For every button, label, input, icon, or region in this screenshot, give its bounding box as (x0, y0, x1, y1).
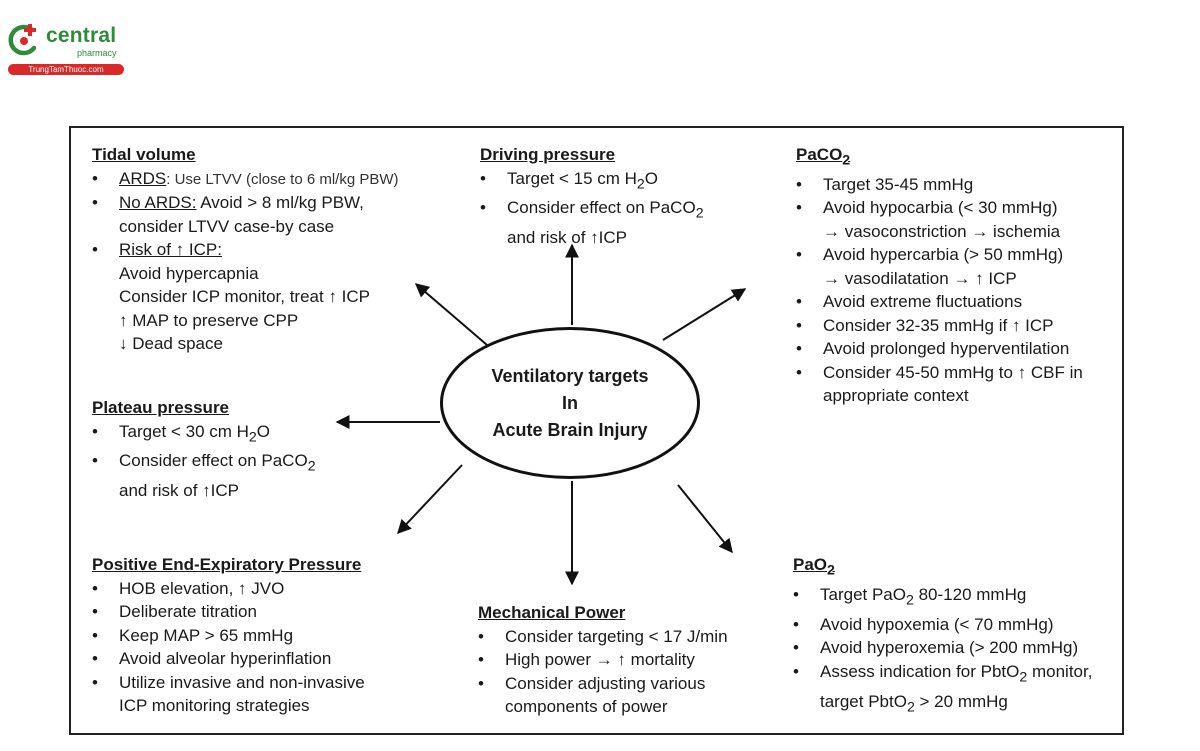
mechanical-power-heading: Mechanical Power (478, 603, 626, 622)
list-item: Avoid alveolar hyperinflation (92, 647, 365, 671)
tidal-volume-heading: Tidal volume (92, 145, 196, 164)
list-item: Avoid hypoxemia (< 70 mmHg) (793, 613, 1092, 637)
list-item: Avoid hyperoxemia (> 200 mmHg) (793, 636, 1092, 660)
mechanical-power-box: Mechanical Power Consider targeting < 17… (478, 601, 728, 719)
pharmacy-cross-icon (8, 24, 37, 56)
list-item: Assess indication for PbtO2 monitor,targ… (793, 660, 1092, 720)
arrow-paco2 (662, 288, 747, 341)
logo-subtitle: pharmacy (77, 48, 117, 58)
list-item: Consider 32-35 mmHg if ↑ ICP (796, 314, 1083, 338)
plateau-pressure-box: Plateau pressure Target < 30 cm H2O Cons… (92, 396, 316, 503)
logo-name: central (46, 24, 117, 47)
list-item: Risk of ↑ ICP:Avoid hypercapniaConsider … (92, 238, 399, 356)
list-item: Keep MAP > 65 mmHg (92, 624, 365, 648)
pao2-heading: PaO2 (793, 555, 835, 579)
driving-pressure-box: Driving pressure Target < 15 cm H2O Cons… (480, 143, 704, 250)
plateau-pressure-heading: Plateau pressure (92, 398, 230, 417)
list-item: Target < 15 cm H2O (480, 167, 704, 197)
driving-pressure-heading: Driving pressure (480, 145, 616, 164)
list-item: Target 35-45 mmHg (796, 173, 1083, 197)
paco2-box: PaCO2 Target 35-45 mmHg Avoid hypocarbia… (796, 143, 1083, 408)
pao2-box: PaO2 Target PaO2 80-120 mmHg Avoid hypox… (793, 553, 1092, 720)
logo-url: TrungTamThuoc.com (8, 64, 124, 75)
diagram-frame (69, 126, 1124, 735)
list-item: Consider 45-50 mmHg to ↑ CBF inappropria… (796, 361, 1083, 408)
center-line-1: Ventilatory targets (491, 365, 649, 386)
arrow-pao2 (677, 484, 733, 554)
peep-box: Positive End-Expiratory Pressure HOB ele… (92, 553, 365, 718)
list-item: Deliberate titration (92, 600, 365, 624)
paco2-heading: PaCO2 (796, 145, 851, 169)
center-line-2: In (562, 392, 578, 413)
list-item: Avoid extreme fluctuations (796, 290, 1083, 314)
list-item: Avoid hypercarbia (> 50 mmHg)→ vasodilat… (796, 243, 1083, 290)
list-item: Avoid prolonged hyperventilation (796, 337, 1083, 361)
center-line-3: Acute Brain Injury (492, 419, 648, 440)
list-item: Avoid hypocarbia (< 30 mmHg)→ vasoconstr… (796, 196, 1083, 243)
central-pharmacy-logo: central pharmacy TrungTamThuoc.com (6, 22, 124, 78)
arrow-peep (397, 464, 463, 535)
list-item: No ARDS: Avoid > 8 ml/kg PBW,consider LT… (92, 191, 399, 238)
list-item: Target PaO2 80-120 mmHg (793, 583, 1092, 613)
list-item: High power → ↑ mortality (478, 648, 728, 672)
list-item: Target < 30 cm H2O (92, 420, 316, 450)
list-item: Consider targeting < 17 J/min (478, 625, 728, 649)
arrow-tidal-volume (414, 283, 488, 346)
list-item: ARDS: Use LTVV (close to 6 ml/kg PBW) (92, 167, 399, 192)
center-ellipse: Ventilatory targets In Acute Brain Injur… (440, 327, 700, 479)
peep-heading: Positive End-Expiratory Pressure (92, 555, 362, 574)
list-item: HOB elevation, ↑ JVO (92, 577, 365, 601)
tidal-volume-box: Tidal volume ARDS: Use LTVV (close to 6 … (92, 143, 399, 356)
